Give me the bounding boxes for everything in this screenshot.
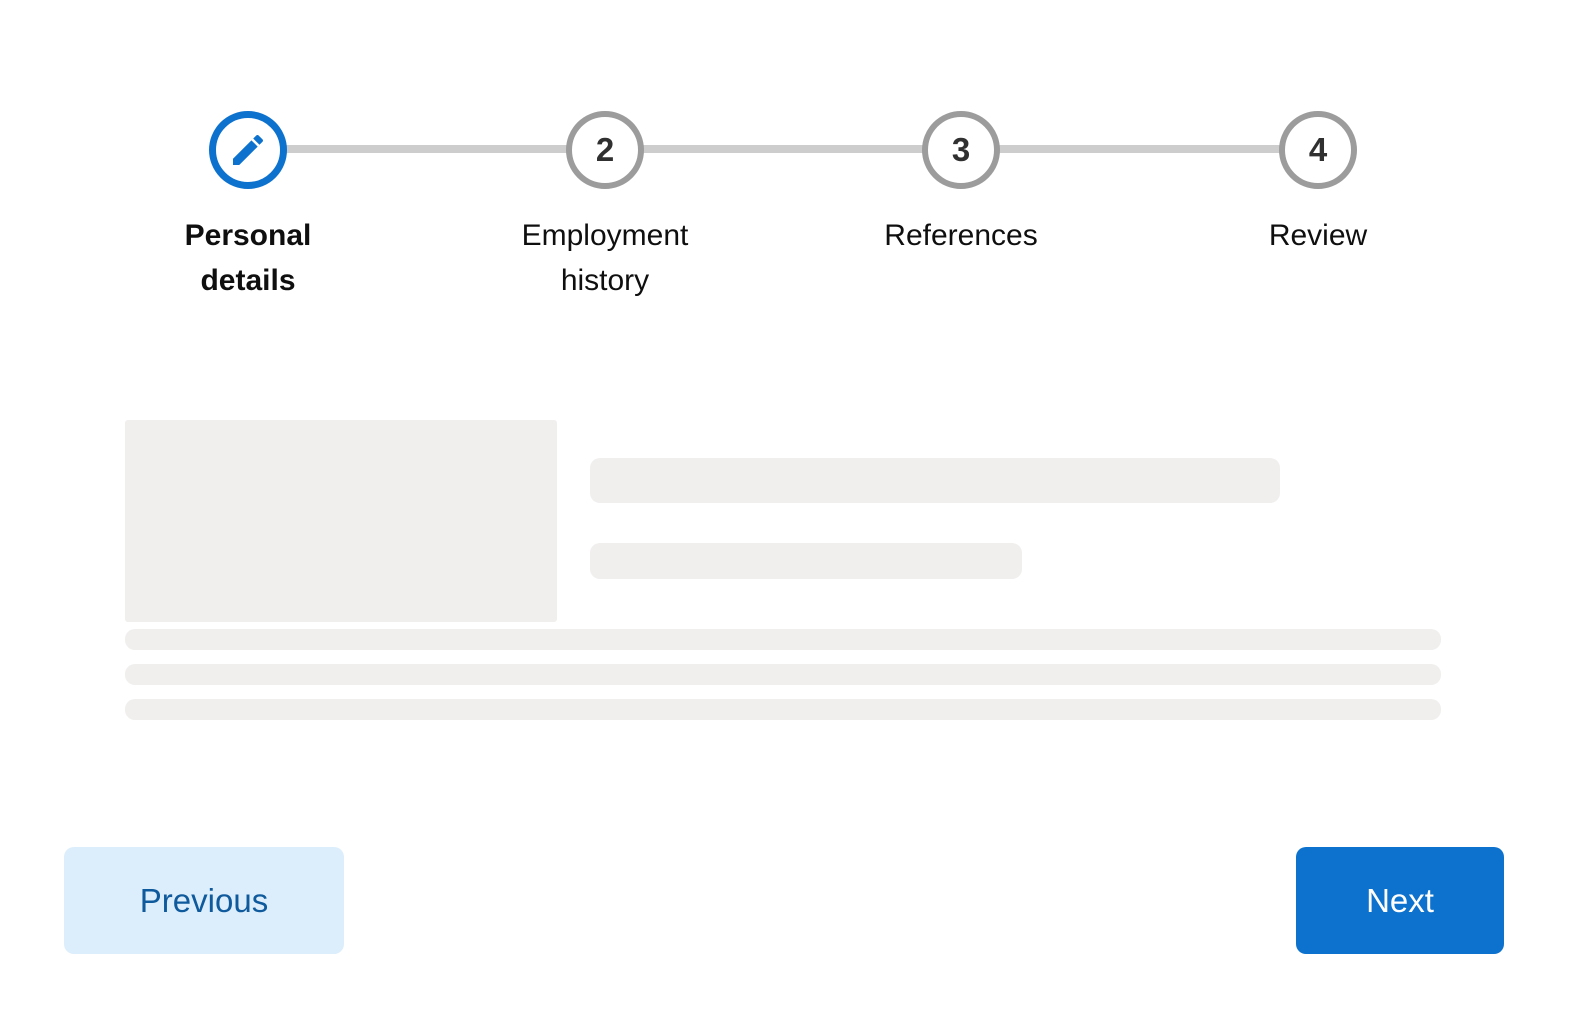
pencil-icon <box>228 130 268 170</box>
step-review[interactable]: 4 Review <box>1188 111 1448 258</box>
next-button[interactable]: Next <box>1296 847 1504 954</box>
step-personal-details[interactable]: Personal details <box>118 111 378 303</box>
step-3-label: References <box>884 219 1038 252</box>
step-4-circle[interactable]: 4 <box>1279 111 1357 189</box>
step-1-circle[interactable] <box>209 111 287 189</box>
step-2-number: 2 <box>595 131 615 168</box>
step-3-number: 3 <box>951 131 971 168</box>
step-employment-history[interactable]: 2 Employment history <box>475 111 735 303</box>
skeleton-title-bar <box>590 458 1280 503</box>
step-2-circle[interactable]: 2 <box>566 111 644 189</box>
skeleton-text-line <box>125 629 1441 650</box>
skeleton-subtitle-bar <box>590 543 1022 579</box>
skeleton-image-block <box>125 420 557 622</box>
step-3-circle[interactable]: 3 <box>922 111 1000 189</box>
progress-stepper: Personal details 2 Employment history 3 … <box>0 0 1596 320</box>
skeleton-text-line <box>125 664 1441 685</box>
step-references[interactable]: 3 References <box>831 111 1091 258</box>
previous-button[interactable]: Previous <box>64 847 344 954</box>
step-4-label: Review <box>1268 219 1368 252</box>
step-1-label: Personal details <box>184 219 312 297</box>
step-4-number: 4 <box>1308 131 1328 168</box>
step-2-label: Employment history <box>521 219 689 297</box>
skeleton-text-line <box>125 699 1441 720</box>
stepper-connector-line <box>248 145 1318 153</box>
